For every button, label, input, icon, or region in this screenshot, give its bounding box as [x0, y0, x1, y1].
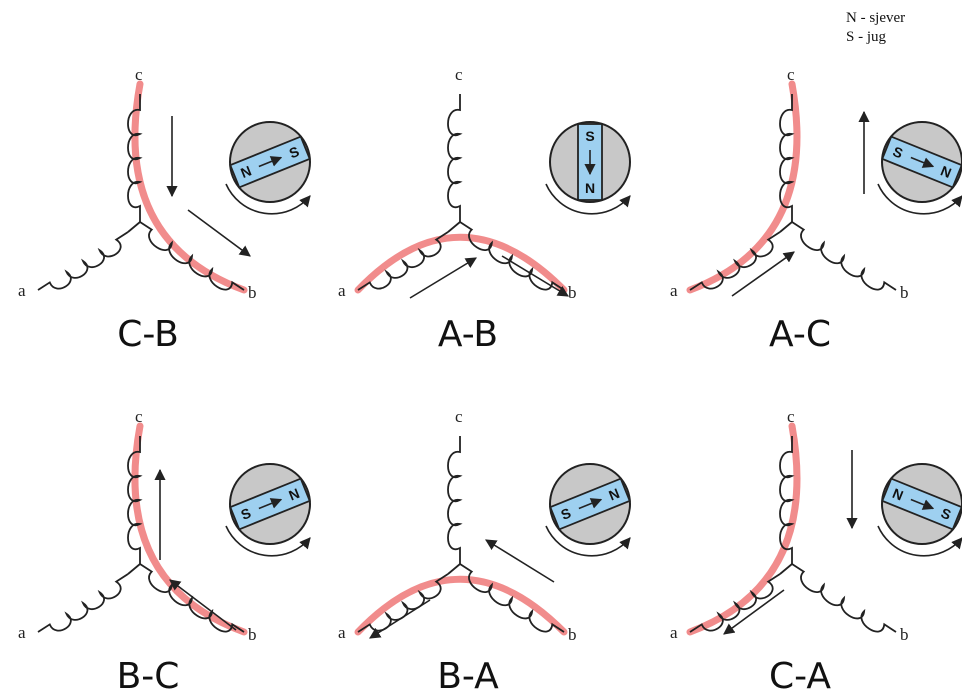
rotation-arrow	[545, 525, 631, 557]
terminal-label-c: c	[135, 407, 143, 426]
terminal-label-b: b	[248, 283, 257, 302]
terminal-label-b: b	[900, 283, 909, 302]
star-node	[779, 563, 793, 575]
coil-b	[791, 221, 897, 291]
rotor-magnet: SN	[229, 477, 311, 531]
terminal-label-a: a	[18, 623, 26, 642]
current-arrow	[169, 579, 237, 631]
star-node	[447, 563, 461, 575]
terminal-label-a: a	[670, 281, 678, 300]
panel-caption: B-A	[437, 656, 499, 693]
panel-a-c: c a b SN A-C	[670, 65, 962, 355]
coil-b	[791, 563, 897, 633]
current-path-c-b	[131, 80, 248, 294]
legend-north: N - sjever	[846, 10, 906, 26]
panel-caption: A-B	[438, 314, 498, 355]
coil-b	[459, 221, 565, 291]
coil-c	[127, 436, 143, 564]
terminal-label-b: b	[248, 625, 257, 644]
current-path-b-c	[131, 422, 248, 636]
panel-caption: A-C	[769, 314, 831, 355]
legend: N - sjever S - jug	[846, 9, 905, 47]
rotor-magnet: SN	[549, 477, 631, 531]
terminal-label-b: b	[568, 283, 577, 302]
magnet-arrow	[578, 498, 603, 510]
star-node	[447, 221, 461, 233]
coil-a	[37, 573, 129, 633]
rotation-arrow	[225, 183, 311, 215]
terminal-label-c: c	[455, 407, 463, 426]
current-arrow	[187, 209, 251, 257]
current-arrow	[485, 539, 555, 583]
terminal-label-a: a	[18, 281, 26, 300]
magnet-arrow	[258, 156, 283, 168]
coil-a	[357, 231, 449, 291]
panel-c-a: c a b NS C-A	[670, 407, 962, 693]
terminal-label-c: c	[135, 65, 143, 84]
rotor-magnet: NS	[881, 477, 962, 531]
rotor-magnet: SN	[577, 123, 603, 201]
rotation-arrow	[545, 183, 631, 215]
panel-caption: B-C	[117, 656, 180, 693]
coil-b	[139, 563, 245, 633]
current-arrow	[409, 257, 477, 299]
magnet-pole-1: S	[585, 128, 594, 144]
coil-a	[37, 231, 129, 291]
magnet-arrow	[258, 498, 283, 510]
current-path-a-b	[354, 233, 568, 294]
terminal-label-b: b	[900, 625, 909, 644]
terminal-label-a: a	[338, 281, 346, 300]
current-arrow	[501, 255, 569, 297]
rotation-arrow	[225, 525, 311, 557]
star-node	[127, 221, 141, 233]
panel-caption: C-A	[769, 656, 831, 693]
panel-caption: C-B	[117, 314, 179, 355]
rotation-arrow	[877, 525, 962, 557]
current-arrow	[369, 599, 431, 639]
rotor-magnet: NS	[229, 135, 311, 189]
terminal-label-c: c	[455, 65, 463, 84]
coil-b	[139, 221, 245, 291]
terminal-label-c: c	[787, 407, 795, 426]
coil-c	[779, 94, 795, 222]
rotor-magnet: SN	[881, 135, 962, 189]
panel-b-a: c a b SN B-A	[338, 407, 631, 693]
coil-c	[779, 436, 795, 564]
current-arrow	[723, 589, 785, 635]
legend-south: S - jug	[846, 29, 887, 45]
rotation-arrow	[877, 183, 962, 215]
star-node	[779, 221, 793, 233]
current-path-c-a	[686, 422, 801, 636]
magnet-arrow	[910, 156, 935, 168]
terminal-label-a: a	[670, 623, 678, 642]
magnet-pole-2: N	[585, 180, 595, 196]
coil-a	[689, 573, 781, 633]
terminal-label-c: c	[787, 65, 795, 84]
magnet-arrow	[910, 498, 935, 510]
coil-c	[447, 94, 463, 222]
terminal-label-b: b	[568, 625, 577, 644]
current-path-b-a	[354, 575, 568, 636]
terminal-label-a: a	[338, 623, 346, 642]
coil-a	[689, 231, 781, 291]
coil-c	[447, 436, 463, 564]
coil-b	[459, 563, 565, 633]
panel-c-b: c a b NS C-B	[18, 65, 311, 355]
star-node	[127, 563, 141, 575]
panel-b-c: c a b SN B-C	[18, 407, 311, 693]
coil-c	[127, 94, 143, 222]
current-arrow	[731, 251, 795, 297]
current-path-a-c	[686, 80, 801, 294]
